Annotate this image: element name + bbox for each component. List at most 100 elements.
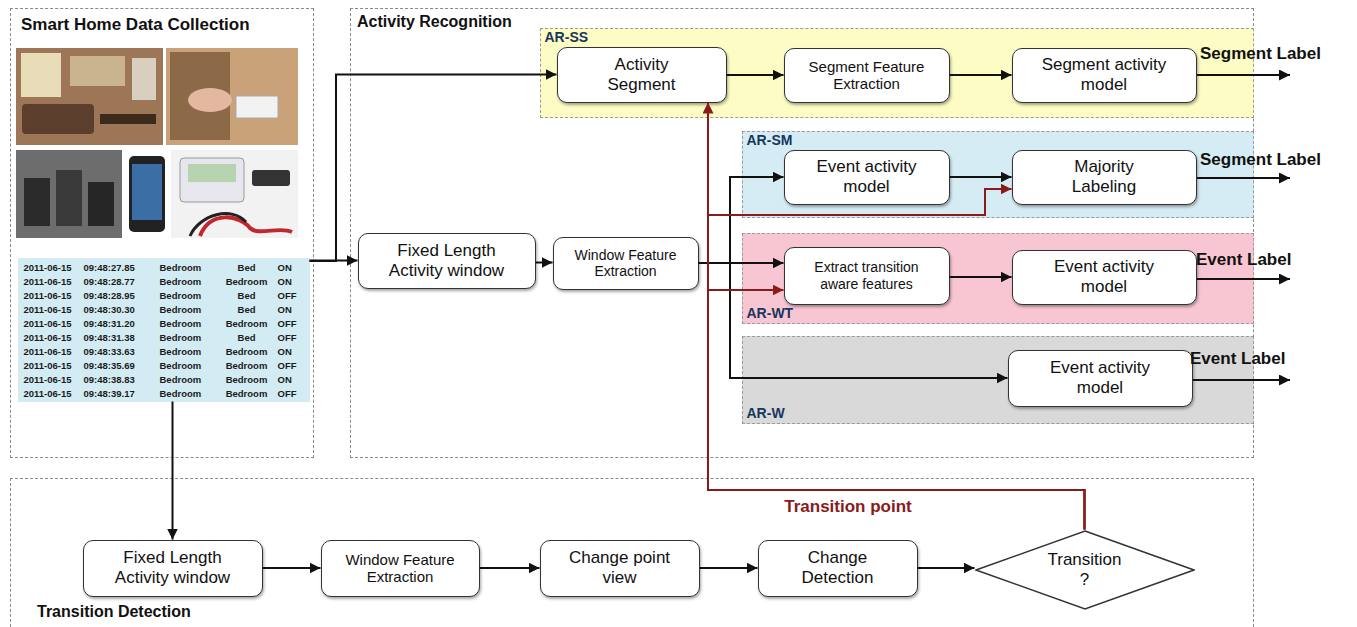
table-cell: Bedroom — [160, 387, 216, 401]
dashed-region: Smart Home Data Collection2011-06-1509:4… — [10, 8, 314, 458]
wall-picture — [70, 56, 125, 86]
connector-arrow — [536, 262, 553, 264]
table-cell: Bedroom — [160, 303, 216, 317]
process-box: Window Feature Extraction — [321, 540, 480, 597]
table-cell: 09:48:35.69 — [84, 359, 160, 373]
table-cell: Bedroom — [160, 373, 216, 387]
table-cell: OFF — [278, 289, 308, 303]
table-cell: Bed — [216, 331, 278, 345]
door-sensor-photo — [166, 48, 298, 145]
box-label: Window Feature Extraction — [561, 247, 691, 279]
connector-arrow — [708, 103, 1085, 530]
box-label: Event activity model — [1035, 358, 1165, 397]
box-label: Activity Segment — [592, 55, 692, 94]
table-cell: ON — [278, 373, 308, 387]
table-cell: 09:48:38.83 — [84, 373, 160, 387]
phone-photo — [123, 150, 170, 238]
table-cell: Bedroom — [160, 345, 216, 359]
connector-arrow — [708, 189, 1085, 530]
photo-ground — [16, 48, 163, 145]
table-cell: 2011-06-15 — [24, 317, 84, 331]
hand — [188, 88, 232, 112]
approach-band: AR-SSActivity Segment Segment Feature Ext… — [540, 28, 1254, 118]
box-label: Fixed Length Activity window — [103, 548, 243, 587]
approach-band: AR-SM Event activity model Majority Labeli… — [742, 131, 1254, 218]
connector-arrow — [480, 567, 540, 569]
photo-ground — [171, 150, 298, 238]
box-label: Extract transition aware features — [802, 259, 932, 291]
table — [100, 114, 156, 124]
box-label: Window Feature Extraction — [330, 551, 470, 586]
box-label: Change Detection — [778, 548, 898, 587]
adapter — [252, 170, 290, 186]
output-label-holder: Event Label — [1196, 250, 1291, 270]
band-label: AR-SS — [545, 30, 589, 45]
connector-arrow — [918, 567, 975, 569]
table-cell: 2011-06-15 — [24, 331, 84, 345]
process-box: Fixed Length Activity window — [83, 540, 263, 597]
table-cell: ON — [278, 261, 308, 275]
table-cell: ON — [278, 275, 308, 289]
connector-arrow — [708, 290, 1085, 530]
sensor — [236, 96, 278, 118]
box-label: Change point view — [565, 548, 675, 587]
region-title: Activity Recognition — [357, 13, 512, 31]
output-label-holder: Segment Label — [1200, 44, 1321, 64]
table-cell: Bedroom — [160, 359, 216, 373]
meter-display — [188, 164, 236, 182]
table-cell: 2011-06-15 — [24, 289, 84, 303]
process-box: Segment Feature Extraction — [784, 48, 950, 103]
decision-label: Transition ? — [1042, 550, 1128, 589]
table-cell: Bedroom — [216, 387, 278, 401]
cable — [190, 214, 246, 236]
phone-body — [129, 156, 165, 232]
meter — [180, 158, 244, 202]
phone-screen — [132, 164, 162, 220]
connector-arrow — [727, 74, 784, 76]
table-cell: Bed — [216, 261, 278, 275]
process-box: Fixed Length Activity window — [358, 233, 536, 289]
connector-arrow — [310, 75, 557, 262]
output-arrow — [1197, 278, 1290, 280]
approach-band: AR-W Event activity model — [742, 336, 1254, 424]
table-cell: 2011-06-15 — [24, 261, 84, 275]
table-cell: 09:48:28.95 — [84, 289, 160, 303]
window — [21, 53, 61, 97]
connector-arrow — [172, 402, 174, 540]
table-cell: ON — [278, 345, 308, 359]
table-cell: Bedroom — [160, 275, 216, 289]
region-title: Smart Home Data Collection — [21, 15, 250, 35]
table-cell: 09:48:33.63 — [84, 345, 160, 359]
table-cell: Bedroom — [160, 317, 216, 331]
table-cell: 2011-06-15 — [24, 303, 84, 317]
process-box: Change Detection — [758, 540, 918, 597]
table-cell: 2011-06-15 — [24, 275, 84, 289]
table-cell: Bed — [216, 289, 278, 303]
band-label: AR-W — [747, 406, 785, 421]
output-arrows — [1193, 75, 1290, 380]
box-label: Event activity model — [802, 157, 932, 196]
table-cell: 2011-06-15 — [24, 387, 84, 401]
dashed-region: Transition DetectionFixed Length Activit… — [10, 478, 1254, 627]
process-box: Segment activity model — [1012, 48, 1197, 103]
output-arrow — [1197, 74, 1290, 76]
devices-photo — [16, 150, 122, 238]
output-label: Event Label — [1190, 349, 1285, 369]
table-cell: 09:48:39.17 — [84, 387, 160, 401]
device — [56, 170, 82, 226]
edge-label: Transition point — [784, 497, 912, 517]
table-cell: 2011-06-15 — [24, 359, 84, 373]
photo-ground — [16, 150, 122, 238]
band-label: AR-SM — [747, 133, 793, 148]
box-label: Segment activity model — [1029, 55, 1179, 94]
output-label-holder: Segment Label — [1200, 150, 1321, 170]
table-cell: Bedroom — [160, 331, 216, 345]
output-arrow — [1197, 177, 1290, 179]
process-box: Majority Labeling — [1012, 150, 1197, 205]
box-label: Majority Labeling — [1049, 157, 1159, 196]
table-cell: Bedroom — [160, 261, 216, 275]
